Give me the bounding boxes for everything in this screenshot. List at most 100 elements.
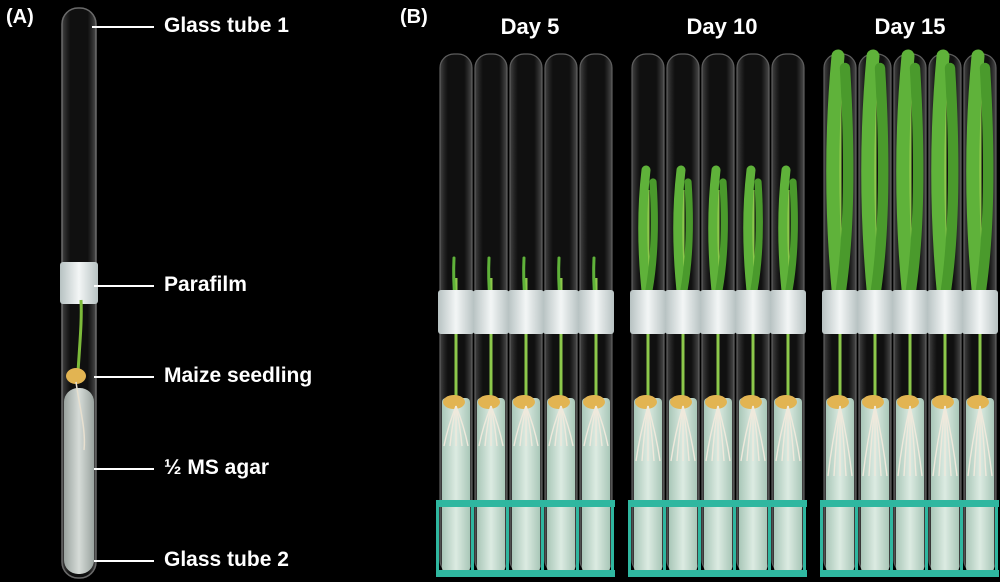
rack-post (820, 500, 823, 577)
shoot-a (76, 299, 83, 373)
rack-post (995, 500, 998, 577)
parafilm (665, 290, 701, 334)
parafilm (543, 290, 579, 334)
root (490, 405, 504, 447)
rack-post (733, 500, 736, 577)
seed (740, 395, 762, 409)
seed (862, 395, 884, 409)
root (862, 405, 876, 477)
parafilm (735, 290, 771, 334)
leaf (905, 62, 924, 296)
root (560, 405, 574, 447)
root (967, 405, 981, 477)
leaf (896, 49, 916, 307)
parafilm (927, 290, 963, 334)
rack-post (855, 500, 858, 577)
leaf (645, 178, 658, 294)
root (752, 405, 766, 462)
agar (739, 398, 767, 572)
root (897, 405, 911, 477)
rack-lower (820, 570, 999, 577)
rack-post (576, 500, 579, 577)
parafilm (770, 290, 806, 334)
root (455, 405, 469, 447)
root (938, 405, 946, 477)
leaf (778, 165, 792, 305)
leaf (835, 62, 854, 296)
rack-lower (628, 570, 807, 577)
root (595, 405, 609, 447)
rack-post (611, 500, 614, 577)
parafilm (892, 290, 928, 334)
callout-parafilm: Parafilm (164, 273, 247, 296)
rack-post (506, 500, 509, 577)
root (839, 405, 853, 477)
callout-ms-agar: ½ MS agar (164, 456, 270, 479)
leaf (743, 165, 757, 305)
seed (548, 395, 570, 409)
leaf (966, 49, 986, 307)
day-label-15: Day 15 (874, 14, 946, 39)
callout-maize-seedling: Maize seedling (164, 364, 313, 387)
leaf (870, 62, 889, 296)
agar (477, 398, 505, 572)
day-label-10: Day 10 (686, 14, 758, 39)
rack-post (471, 500, 474, 577)
tube-group-2 (628, 53, 807, 577)
root (833, 405, 841, 477)
root (717, 405, 731, 462)
panel-b-tube-groups (436, 49, 999, 577)
agar (547, 398, 575, 572)
parafilm (630, 290, 666, 334)
seed (478, 395, 500, 409)
leaf (975, 62, 994, 296)
callout-line-ms-agar (94, 468, 154, 470)
leaf (708, 165, 722, 305)
rack-post (698, 500, 701, 577)
tube-group-1 (436, 53, 615, 577)
rack-post (803, 500, 806, 577)
parafilm (508, 290, 544, 334)
parafilm-a (60, 262, 98, 304)
root (868, 405, 876, 477)
seed (705, 395, 727, 409)
rack-post (541, 500, 544, 577)
panel-a-tube-illustration (60, 7, 98, 579)
rack-post (960, 500, 963, 577)
root (944, 405, 958, 477)
parafilm (438, 290, 474, 334)
seed (932, 395, 954, 409)
panel-b-label: (B) (400, 6, 428, 28)
callout-glass-tube-2: Glass tube 2 (164, 548, 289, 571)
root (874, 405, 882, 477)
parafilm (822, 290, 858, 334)
root (839, 405, 847, 477)
leaf (931, 49, 951, 307)
seed (583, 395, 605, 409)
root (903, 405, 911, 477)
root (979, 405, 993, 477)
callout-line-glass-tube-1 (92, 26, 154, 28)
leaf (750, 178, 763, 294)
leaf (638, 165, 652, 305)
rack-upper (820, 500, 999, 507)
root (973, 405, 981, 477)
parafilm (700, 290, 736, 334)
callout-line-parafilm (94, 285, 154, 287)
day-label-5: Day 5 (500, 14, 560, 39)
leaf (715, 178, 728, 294)
leaf (861, 49, 881, 307)
seed (670, 395, 692, 409)
root (525, 405, 539, 447)
rack-post (925, 500, 928, 577)
agar (442, 398, 470, 572)
callout-glass-tube-1: Glass tube 1 (164, 14, 289, 37)
callout-line-glass-tube-2 (94, 560, 154, 562)
agar (512, 398, 540, 572)
rack-post (663, 500, 666, 577)
rack-upper (436, 500, 615, 507)
root (909, 405, 917, 477)
rack-lower (436, 570, 615, 577)
seed (775, 395, 797, 409)
rack-post (890, 500, 893, 577)
